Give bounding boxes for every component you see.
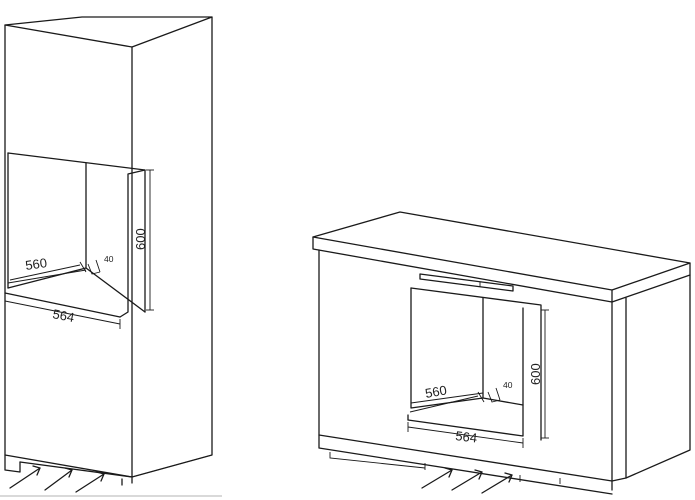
base-outer-width-dimension: 564 — [407, 422, 524, 448]
tall-niche-width-dimension: 560 — [9, 255, 87, 281]
tall-cabinet-niche — [4, 152, 146, 318]
base-outer-width-label: 564 — [455, 428, 478, 446]
base-control-strip — [419, 273, 514, 292]
tall-outer-width-label: 564 — [51, 306, 75, 325]
tall-airflow-arrows — [9, 465, 105, 493]
base-vent-label: 40 — [503, 380, 513, 390]
base-cabinet: 600 560 40 564 — [312, 211, 691, 495]
base-height-label: 600 — [528, 363, 543, 385]
base-cabinet-niche — [407, 287, 542, 441]
tall-cabinet: 600 560 40 564 — [0, 16, 222, 497]
base-vent-dimension: 40 — [487, 380, 513, 403]
tall-height-label: 600 — [133, 228, 148, 250]
base-height-dimension: 600 — [528, 309, 549, 439]
base-niche-width-dimension: 560 — [409, 382, 485, 413]
base-niche-width-label: 560 — [424, 382, 448, 401]
tall-vent-dimension: 40 — [87, 254, 114, 275]
base-airflow-arrows — [421, 467, 513, 494]
tall-outer-width-dimension: 564 — [4, 296, 121, 329]
tall-vent-label: 40 — [104, 254, 114, 264]
tall-height-dimension: 600 — [133, 169, 154, 311]
tall-niche-width-label: 560 — [24, 255, 48, 273]
